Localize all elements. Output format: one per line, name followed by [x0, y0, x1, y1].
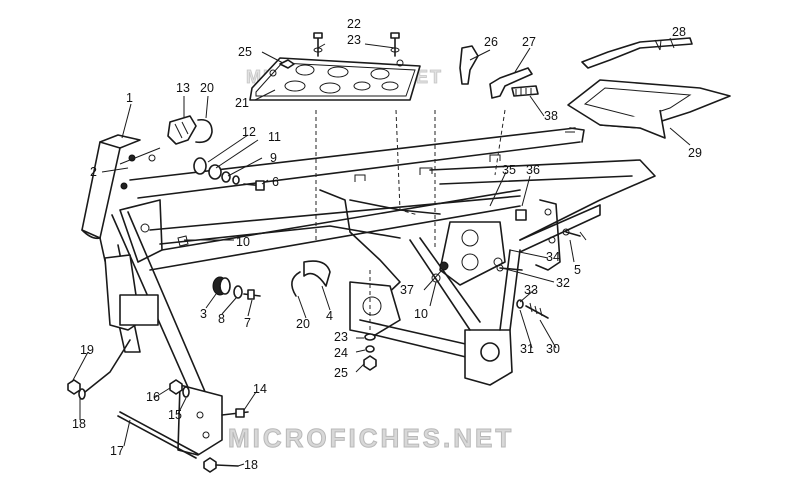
main-frame	[81, 109, 656, 456]
label-21: 21	[235, 96, 249, 110]
label-12: 12	[242, 125, 256, 139]
screws-22	[313, 32, 400, 57]
label-10-center: 10	[414, 307, 428, 321]
label-32: 32	[556, 276, 570, 290]
watermark-bottom: MICROFICHES.NET	[228, 423, 514, 453]
label-3: 3	[200, 307, 207, 321]
bracket-27	[489, 67, 533, 99]
washer-stack-12-9	[193, 157, 240, 185]
label-30: 30	[546, 342, 560, 356]
label-35: 35	[502, 163, 516, 177]
clip-20-top	[195, 118, 213, 144]
bolt-30	[525, 302, 549, 319]
left-link-arm	[84, 339, 131, 393]
bushing-3	[212, 276, 231, 296]
nut-16	[169, 379, 183, 395]
label-1: 1	[126, 91, 133, 105]
label-13: 13	[176, 81, 190, 95]
tray-29	[567, 79, 731, 139]
clip-38	[511, 85, 539, 97]
label-23-top: 23	[347, 33, 361, 47]
label-18-bottom: 18	[244, 458, 258, 472]
label-7: 7	[244, 316, 251, 330]
label-37: 37	[400, 283, 414, 297]
rod-17	[117, 411, 199, 459]
rubber-mount-13	[167, 115, 197, 145]
fitting-5	[562, 228, 587, 241]
label-9: 9	[270, 151, 277, 165]
label-5: 5	[574, 263, 581, 277]
label-34: 34	[546, 250, 560, 264]
label-33: 33	[524, 283, 538, 297]
label-22: 22	[347, 17, 361, 31]
washer-33	[516, 299, 524, 309]
label-17: 17	[110, 444, 124, 458]
label-27: 27	[522, 35, 536, 49]
washer-15	[182, 386, 190, 398]
label-20-top: 20	[200, 81, 214, 95]
leader-lines	[71, 39, 691, 467]
label-26: 26	[484, 35, 498, 49]
nut-25-top	[279, 59, 295, 69]
fitting-36	[515, 209, 527, 221]
label-10-left: 10	[236, 235, 250, 249]
label-8: 8	[218, 312, 225, 326]
label-16: 16	[146, 390, 160, 404]
tab-10-left	[177, 235, 189, 247]
label-4: 4	[326, 309, 333, 323]
bolt-6	[243, 180, 265, 191]
bolt-7	[243, 289, 261, 300]
label-36: 36	[526, 163, 540, 177]
head-fasteners	[119, 147, 161, 190]
washer-8	[233, 285, 243, 299]
label-29: 29	[688, 146, 702, 160]
nut-18-lower	[203, 457, 239, 473]
label-11: 11	[268, 130, 281, 144]
top-plate	[249, 57, 421, 101]
washer-stack-23-25	[363, 333, 377, 371]
label-25-top: 25	[238, 45, 252, 59]
nut-19-18-left	[67, 379, 86, 400]
label-23-lower: 23	[334, 330, 348, 344]
label-25-lower: 25	[334, 366, 348, 380]
label-28: 28	[672, 25, 686, 39]
label-2: 2	[90, 165, 97, 179]
label-31: 31	[520, 342, 534, 356]
label-24: 24	[334, 346, 348, 360]
bracket-26	[459, 45, 479, 85]
rubber-4	[303, 260, 331, 287]
strap-28	[581, 37, 693, 69]
label-15: 15	[168, 408, 182, 422]
callout-labels: 1 2 3 4 5 6 7 8 9 10 10 11 12 13 14 15 1…	[72, 17, 702, 472]
bolt-14	[221, 408, 249, 418]
label-14: 14	[253, 382, 267, 396]
clip-20-lower	[291, 271, 301, 297]
label-19: 19	[80, 343, 94, 357]
label-18-left: 18	[72, 417, 86, 431]
label-6: 6	[272, 175, 279, 189]
label-38: 38	[544, 109, 558, 123]
label-20-lower: 20	[296, 317, 310, 331]
